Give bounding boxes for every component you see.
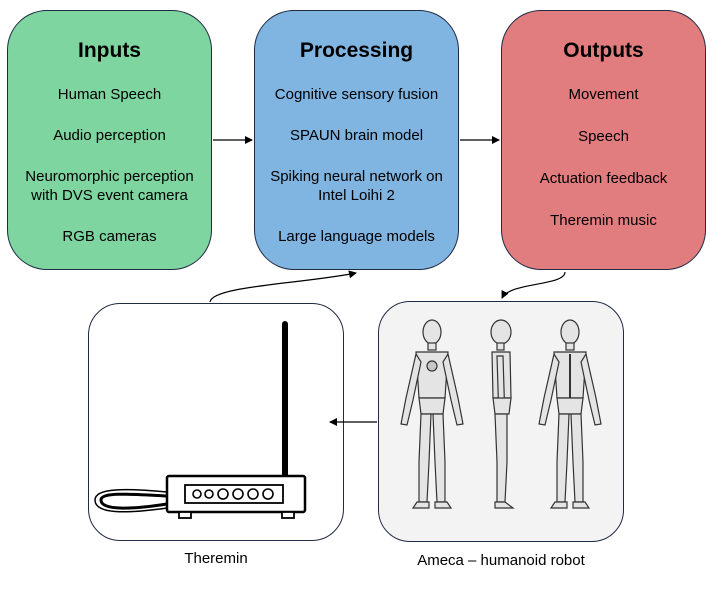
processing-title: Processing	[299, 39, 414, 62]
inputs-title: Inputs	[78, 39, 141, 62]
inputs-item: Human Speech	[57, 86, 162, 103]
outputs-title: Outputs	[563, 39, 644, 62]
processing-item: Large language models	[278, 228, 435, 245]
arrow-outputs-to-robot	[501, 271, 566, 299]
inputs-item: Neuromorphic perception with DVS event c…	[25, 168, 194, 204]
processing-item: SPAUN brain model	[289, 127, 424, 144]
outputs-box: Outputs Movement Speech Actuation feedba…	[501, 10, 706, 270]
processing-item: Spiking neural network on Intel Loihi 2	[270, 168, 443, 204]
robot-caption: Ameca – humanoid robot	[417, 552, 585, 569]
theremin-caption: Theremin	[184, 550, 248, 567]
arrow-theremin-to-processing	[209, 270, 357, 303]
inputs-box: Inputs Human Speech Audio perception Neu…	[7, 10, 212, 270]
robot-panel	[378, 301, 624, 542]
humanoid-robot-figures-icon	[400, 319, 602, 509]
inputs-item: RGB cameras	[62, 228, 157, 245]
outputs-item: Actuation feedback	[539, 170, 668, 187]
processing-item: Cognitive sensory fusion	[274, 86, 439, 103]
processing-box: Processing Cognitive sensory fusion SPAU…	[254, 10, 459, 270]
theremin-device-icon	[94, 321, 307, 519]
outputs-item: Theremin music	[550, 212, 657, 229]
outputs-item: Movement	[568, 86, 639, 103]
outputs-item: Speech	[578, 128, 629, 145]
inputs-item: Audio perception	[53, 127, 166, 144]
